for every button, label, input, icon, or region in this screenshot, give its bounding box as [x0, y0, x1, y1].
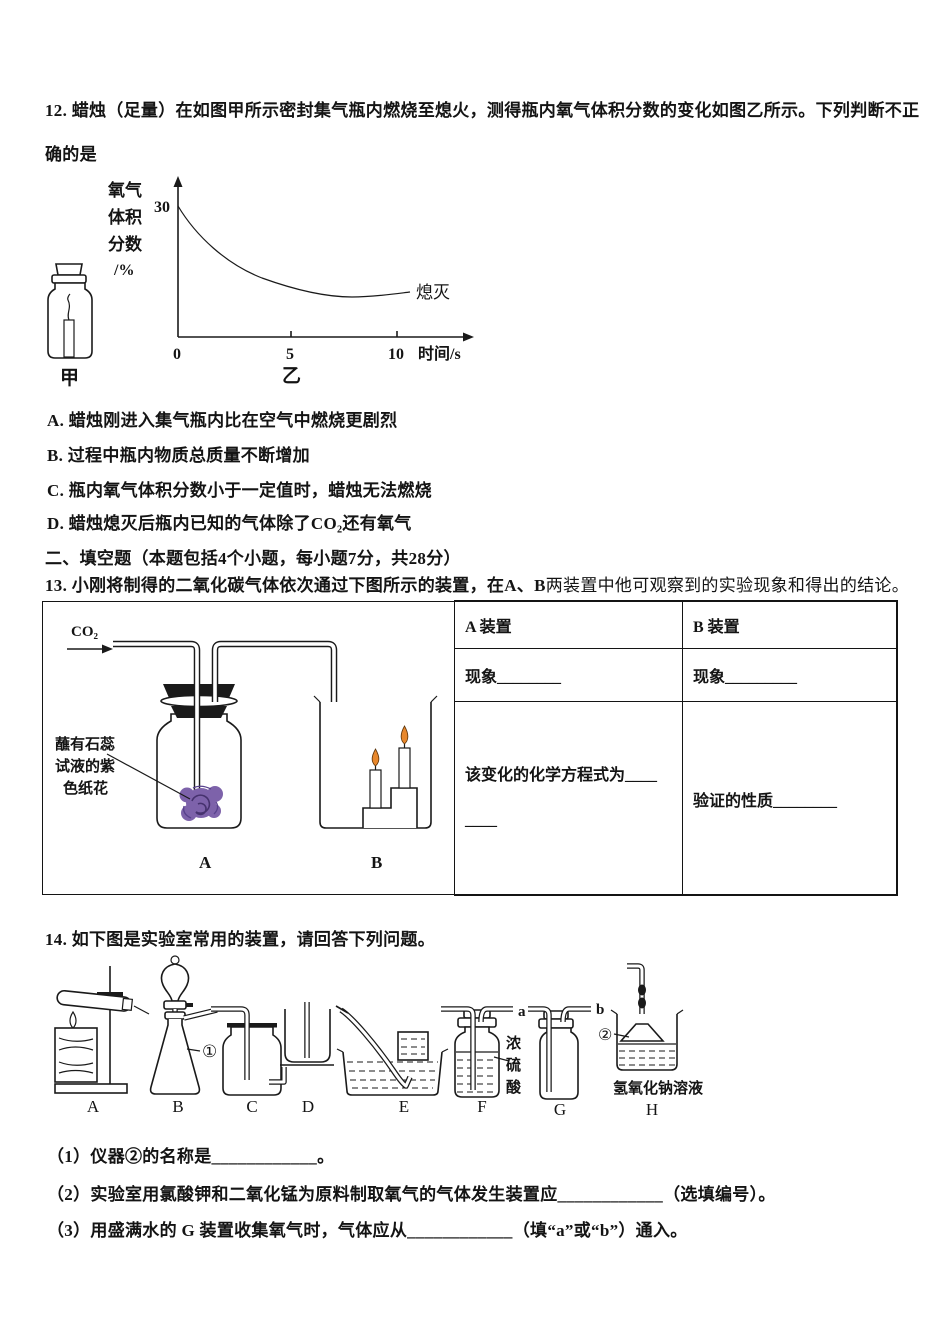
- q12-stem-line2: 确的是: [45, 145, 97, 164]
- graph-axes: [173, 176, 474, 342]
- section2-title: 二、填空题（本题包括4个小题，每小题7分，共28分）: [45, 549, 461, 568]
- inverted-funnel: [619, 1023, 665, 1042]
- phenomenon-a-cell[interactable]: 现象________: [454, 648, 683, 703]
- candle-body: [63, 319, 75, 358]
- device-f-washing-bottle: a 浓 硫 酸: [441, 1004, 526, 1098]
- q13-apparatus-diagram: CO₂ 蘸有石蕊: [55, 624, 438, 872]
- lamp-flame: [69, 1010, 77, 1029]
- q14-sub2[interactable]: （2）实验室用氯酸钾和二氧化锰为原料制取氧气的气体发生装置应__________…: [47, 1185, 776, 1204]
- circle1-label: ①: [202, 1042, 217, 1061]
- q14-apparatus-diagram: ① a 浓 硫 酸: [54, 955, 704, 1119]
- q12-option-b: B. 过程中瓶内物质总质量不断增加: [47, 446, 310, 465]
- equation-cell[interactable]: 该变化的化学方程式为____ ____: [454, 701, 683, 896]
- candle-smoke-wisp: [67, 293, 71, 321]
- x-axis-title: 时间/s: [418, 344, 461, 363]
- oxygen-curve: [177, 205, 411, 298]
- x-tick-label-0: 0: [173, 346, 181, 363]
- q12-oxygen-graph: 氧气 体积 分数 /% 30 0 5 10 时间/s 熄灭 乙: [107, 176, 474, 387]
- q13-stem-rest: 两装置中他可观察到的实验现象和得出的结论。: [545, 576, 910, 595]
- q13-stem: 13. 小刚将制得的二氧化碳气体依次通过下图所示的装置，在A、B两装置中他可观察…: [45, 571, 909, 596]
- device-letter-labels: A B C D E F G H: [87, 1097, 658, 1119]
- jia-label: 甲: [60, 368, 79, 389]
- phenomenon-b-cell[interactable]: 现象_________: [682, 648, 898, 703]
- naoh-solution-label: 氢氧化钠溶液: [613, 1079, 704, 1097]
- label-F: F: [477, 1097, 486, 1116]
- device-a-label: A: [199, 853, 212, 872]
- y-tick-30: 30: [154, 199, 170, 216]
- port-a-label: a: [518, 1004, 526, 1020]
- device-c-collection-bottle: [211, 1006, 282, 1096]
- equation-line1: 该变化的化学方程式为____: [465, 766, 658, 784]
- q12-option-d: D. 蜡烛熄灭后瓶内已知的气体除了CO₂还有氧气: [47, 514, 412, 533]
- device-d-vessel: [269, 1002, 334, 1085]
- inlet-tube: [113, 640, 201, 800]
- outlet-tube: [211, 640, 338, 818]
- verify-cell[interactable]: 验证的性质________: [682, 701, 898, 896]
- label-A: A: [87, 1097, 100, 1116]
- table-header-a: A 装置: [454, 600, 683, 650]
- q14-sub1[interactable]: （1）仪器②的名称是____________。: [47, 1147, 335, 1166]
- candle-steps: [362, 787, 418, 828]
- q12-figure-jia-bottle: 甲: [47, 263, 93, 389]
- device-h-naoh-beaker: ② 氢氧化钠溶液: [598, 963, 704, 1097]
- circle2-callout: [613, 1033, 630, 1038]
- flower-label-line3: 色纸花: [63, 779, 108, 797]
- y-axis-label-line4: /%: [113, 262, 134, 279]
- flower-label-line1: 蘸有石蕊: [55, 735, 115, 753]
- lamp-block: [54, 1027, 98, 1083]
- bottle-stopper-flange: [51, 274, 87, 284]
- q14-sub3[interactable]: （3）用盛满水的 G 装置收集氧气时，气体应从____________（填“a”…: [47, 1221, 688, 1240]
- y-axis-label-line1: 氧气: [107, 180, 142, 200]
- port-b-label: b: [596, 1002, 604, 1018]
- gas-bottle-with-candle: [47, 263, 93, 359]
- short-candle: [369, 748, 382, 809]
- q13-figure-box: CO₂ 蘸有石蕊: [42, 600, 898, 896]
- yi-label: 乙: [282, 366, 301, 387]
- flower-label-line2: 试液的紫: [55, 757, 115, 775]
- q12-option-a: A. 蜡烛刚进入集气瓶内比在空气中燃烧更剧烈: [47, 411, 398, 430]
- acid-char-1: 浓: [506, 1035, 522, 1052]
- tube-rubber-end: [335, 1005, 349, 1014]
- bottle-stopper-top: [55, 263, 83, 276]
- y-axis-arrow: [173, 176, 183, 187]
- label-C: C: [246, 1097, 257, 1116]
- x-tick-label-10: 10: [388, 346, 404, 363]
- device-b-flask-funnel: ①: [149, 955, 218, 1095]
- x-tick-label-5: 5: [286, 346, 294, 363]
- device-g-gas-bottle: b: [528, 1002, 604, 1100]
- table-header-b: B 装置: [682, 600, 898, 650]
- q12-option-c: C. 瓶内氧气体积分数小于一定值时，蜡烛无法燃烧: [47, 481, 432, 500]
- q13-stem-bold: 13. 小刚将制得的二氧化碳气体依次通过下图所示的装置，在A、B: [45, 576, 546, 595]
- label-G: G: [554, 1100, 566, 1119]
- y-axis-label-line2: 体积: [108, 207, 142, 227]
- equation-line2: ____: [465, 811, 497, 829]
- q14-stem: 14. 如下图是实验室常用的装置，请回答下列问题。: [45, 930, 435, 949]
- label-B: B: [172, 1097, 183, 1116]
- extinguish-annotation: 熄灭: [416, 283, 450, 302]
- device-e-water-trough: [335, 1005, 449, 1096]
- pinch-clamp: [638, 984, 646, 996]
- circle2-label: ②: [598, 1027, 612, 1044]
- label-D: D: [302, 1097, 314, 1116]
- flower-callout-line: [106, 753, 191, 800]
- q13-answer-table: A 装置 B 装置 现象________ 现象_________ 该变化的化学方…: [454, 600, 898, 896]
- y-axis-label-line3: 分数: [108, 234, 143, 254]
- co2-gas-label: CO₂: [71, 624, 99, 640]
- acid-callout: [493, 1056, 510, 1062]
- label-H: H: [646, 1100, 658, 1119]
- tall-candle: [398, 725, 411, 789]
- device-b-label: B: [371, 853, 382, 872]
- device-a-heating-setup: [54, 966, 150, 1094]
- label-E: E: [399, 1097, 409, 1116]
- acid-char-2: 硫: [506, 1056, 521, 1074]
- acid-char-3: 酸: [506, 1078, 522, 1096]
- q12-stem-line1: 12. 蜡烛（足量）在如图甲所示密封集气瓶内燃烧至熄火，测得瓶内氧气体积分数的变…: [45, 101, 920, 120]
- x-axis-arrow: [463, 332, 474, 342]
- litmus-flower: [179, 785, 223, 821]
- circle1-callout: [186, 1048, 201, 1052]
